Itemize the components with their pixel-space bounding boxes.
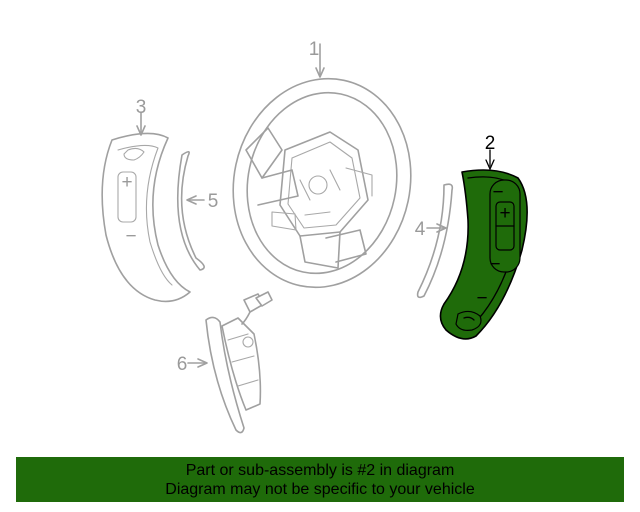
callout-6: 6: [177, 354, 188, 375]
left-plus-symbol: +: [121, 172, 132, 193]
left-minus-symbol: −: [125, 226, 136, 247]
right-switch-assembly-part-2[interactable]: + − − − 2: [439, 133, 528, 340]
right-minus-bottom-symbol: −: [489, 254, 500, 275]
callout-1: 1: [309, 39, 320, 60]
right-minus-lower-symbol: −: [476, 288, 487, 309]
left-trim-part-5[interactable]: 5: [176, 150, 219, 271]
parts-diagram: 1 + − 3 5 4 + − − −: [101, 39, 528, 434]
left-switch-assembly-part-3[interactable]: + − 3: [101, 97, 191, 303]
right-minus-top-symbol: −: [492, 182, 503, 203]
banner-line-1: Part or sub-assembly is #2 in diagram: [185, 462, 455, 479]
steering-wheel-part-1[interactable]: 1: [214, 39, 430, 304]
callout-2: 2: [485, 133, 496, 154]
banner-line-2: Diagram may not be specific to your vehi…: [165, 481, 475, 498]
right-plus-symbol: +: [499, 203, 510, 224]
callout-4: 4: [415, 219, 426, 240]
right-trim-part-4[interactable]: 4: [415, 183, 454, 299]
info-banner: Part or sub-assembly is #2 in diagram Di…: [16, 457, 624, 502]
callout-3: 3: [136, 97, 147, 118]
callout-5: 5: [208, 191, 219, 212]
cover-plate-part-6[interactable]: 6: [177, 291, 273, 434]
